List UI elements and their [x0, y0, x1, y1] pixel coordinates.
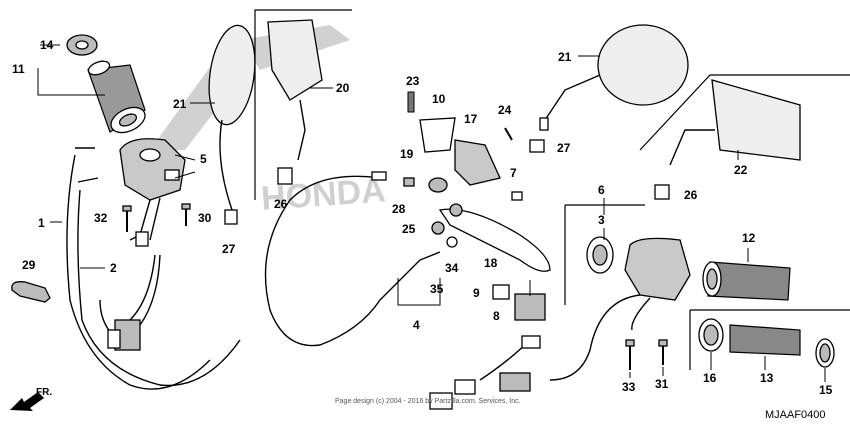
pin-7 — [511, 191, 523, 201]
grip-inset-parts — [698, 318, 835, 368]
right-switch-housing — [586, 236, 691, 301]
callout-19: 19 — [400, 147, 414, 161]
callout-12: 12 — [742, 231, 756, 245]
callout-8: 8 — [493, 309, 500, 323]
front-direction-label: FR. — [36, 387, 52, 398]
clutch-lever — [438, 203, 551, 272]
callout-18: 18 — [484, 256, 498, 270]
callout-21-left: 21 — [173, 97, 187, 111]
callout-11: 11 — [12, 62, 25, 76]
callout-30: 30 — [198, 211, 212, 225]
left-harness — [107, 254, 161, 351]
nut-25 — [431, 221, 445, 235]
callout-28: 28 — [392, 202, 406, 216]
nut-34 — [446, 236, 458, 248]
callout-26-left: 26 — [274, 197, 288, 211]
clutch-cable — [264, 171, 441, 347]
callout-29: 29 — [22, 258, 36, 272]
callout-16: 16 — [703, 371, 717, 385]
screw-30 — [181, 203, 191, 226]
callout-26-right: 26 — [684, 188, 698, 202]
screw-31 — [658, 339, 668, 365]
callout-2: 2 — [110, 261, 117, 275]
screw-33 — [625, 339, 635, 370]
callout-27-left: 27 — [222, 242, 236, 256]
clutch-lever-bracket — [407, 91, 501, 193]
callout-10: 10 — [432, 92, 446, 106]
callout-15: 15 — [819, 383, 833, 397]
relay-8 — [514, 293, 546, 321]
front-direction-arrow-icon — [10, 392, 44, 411]
callout-labels: 14 11 5 1 2 32 30 29 21 20 27 26 23 10 1… — [12, 38, 833, 397]
callout-5: 5 — [200, 152, 207, 166]
screw-32 — [122, 205, 132, 232]
left-round-mirror — [208, 24, 256, 225]
diagram-code: MJAAF0400 — [765, 409, 826, 421]
callout-32: 32 — [94, 211, 108, 225]
band-clamp-29 — [11, 281, 51, 303]
callout-4: 4 — [413, 318, 420, 332]
right-round-mirror — [539, 24, 689, 131]
bolt-19 — [403, 177, 415, 187]
callout-1: 1 — [38, 216, 45, 230]
left-grip — [66, 34, 146, 134]
left-switch-housing — [119, 138, 186, 247]
callout-23: 23 — [406, 74, 420, 88]
callout-17: 17 — [464, 112, 478, 126]
copyright-text: Page design (c) 2004 - 2016 by Partzilla… — [335, 398, 521, 405]
callout-21-right: 21 — [558, 50, 572, 64]
spring-24 — [504, 127, 513, 141]
callout-24: 24 — [498, 103, 512, 117]
callout-34: 34 — [445, 261, 459, 275]
callout-31: 31 — [655, 377, 669, 391]
cap-27-center — [529, 139, 545, 153]
callout-7: 7 — [510, 166, 517, 180]
callout-3: 3 — [598, 213, 605, 227]
callout-35: 35 — [430, 282, 444, 296]
callout-20: 20 — [336, 81, 350, 95]
callout-9: 9 — [473, 286, 480, 300]
callout-22: 22 — [734, 163, 748, 177]
callout-13: 13 — [760, 371, 774, 385]
callout-33: 33 — [622, 380, 636, 394]
right-grip — [702, 261, 791, 301]
right-rect-mirror-inset — [254, 9, 352, 200]
callout-6: 6 — [598, 183, 605, 197]
callout-14: 14 — [40, 38, 54, 52]
right-rect-mirror — [639, 74, 850, 200]
callout-25: 25 — [402, 222, 416, 236]
callout-27-center: 27 — [557, 141, 571, 155]
clip-9 — [492, 284, 510, 300]
right-harness — [429, 294, 651, 410]
brand-watermark: HONDA — [150, 25, 387, 218]
